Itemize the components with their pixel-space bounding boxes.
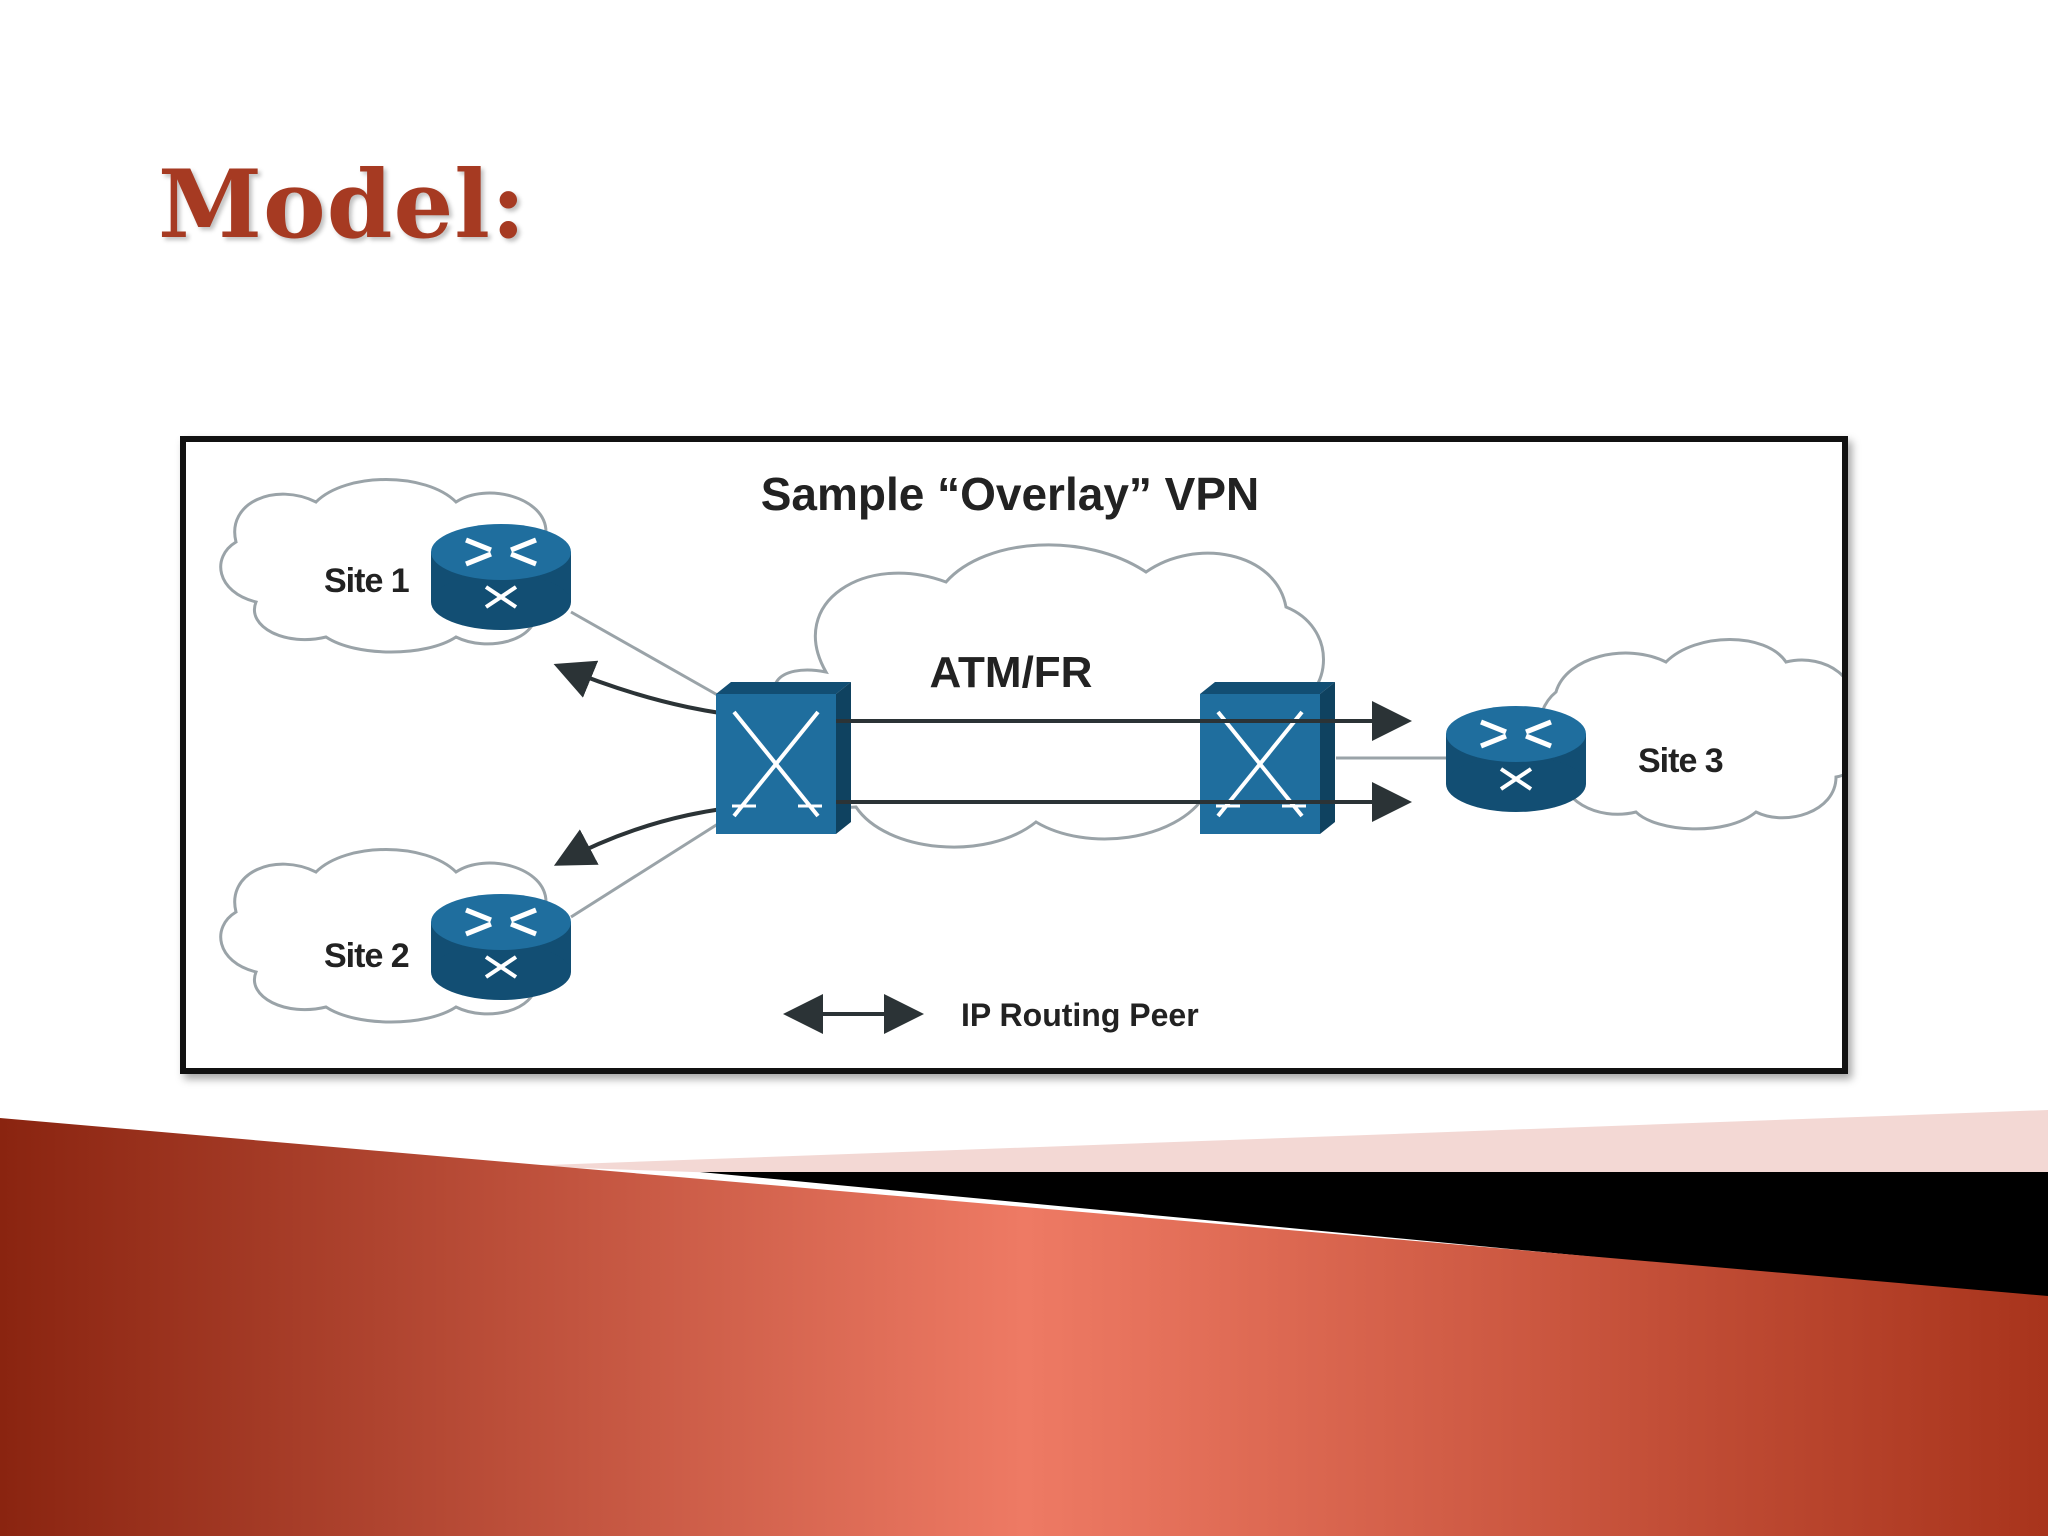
light-band (520, 1110, 2048, 1175)
slide-title: Model: (158, 150, 527, 260)
vpn-diagram: Sample “Overlay” VPN ATM/FR Site 1 Site … (219, 468, 1842, 1034)
site-1-label: Site 1 (324, 562, 409, 600)
router-site-1-icon (431, 524, 571, 630)
site-3-label: Site 3 (1638, 742, 1723, 780)
router-site-3-icon (1446, 706, 1586, 812)
diagram-title: Sample “Overlay” VPN (761, 468, 1260, 520)
legend-label: IP Routing Peer (961, 997, 1199, 1033)
red-swoosh (0, 1118, 2048, 1536)
link-site1-switch (570, 610, 722, 699)
site-2-label: Site 2 (324, 937, 409, 975)
atm-switch-left-icon (716, 682, 851, 834)
router-site-2-icon (431, 894, 571, 1000)
atm-switch-right-icon (1200, 682, 1335, 834)
link-site2-switch (570, 820, 722, 919)
diagram-frame: Sample “Overlay” VPN ATM/FR Site 1 Site … (180, 436, 1848, 1074)
cloud-label: ATM/FR (930, 648, 1093, 697)
